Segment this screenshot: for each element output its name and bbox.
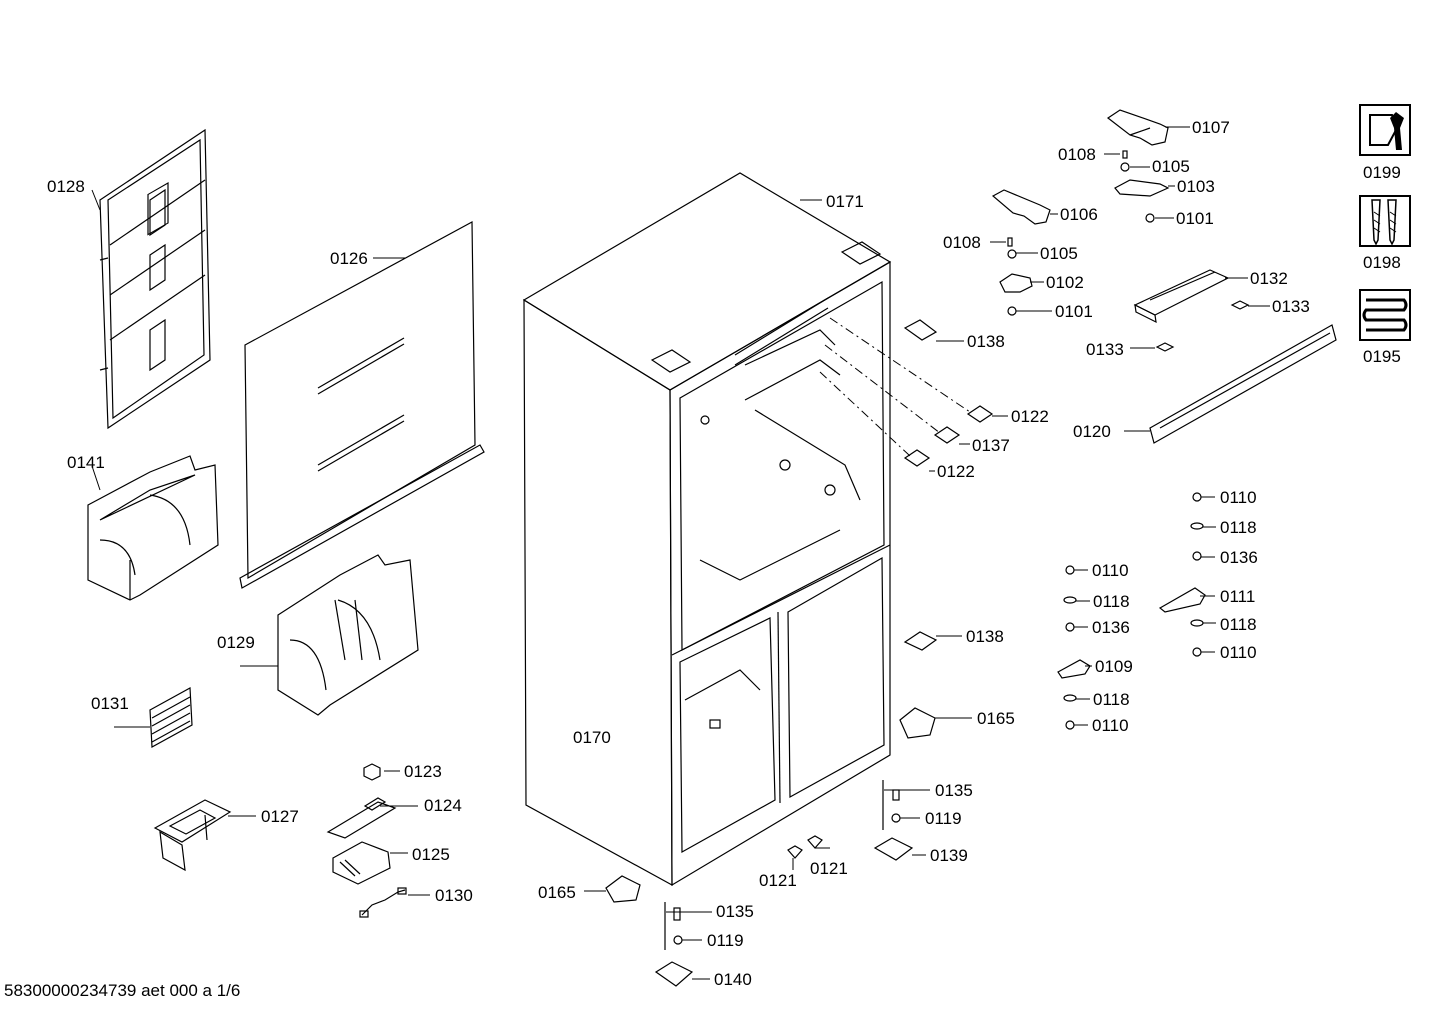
part-0126-drawing <box>239 220 485 589</box>
label-0135: 0135 <box>935 781 973 800</box>
part-0123-drawing <box>363 763 381 781</box>
part-0170-cabinet-drawing <box>522 172 892 887</box>
part-0165-drawing <box>605 707 936 903</box>
label-0136: 0136 <box>1092 618 1130 637</box>
part-0107-drawing <box>1106 109 1169 146</box>
label-0118: 0118 <box>1220 615 1257 634</box>
label-0118: 0118 <box>1093 592 1130 611</box>
label-0133: 0133 <box>1086 340 1124 359</box>
part-0128-drawing <box>99 128 211 430</box>
condenser-coil-icon <box>1359 289 1411 341</box>
label-0135: 0135 <box>716 902 754 921</box>
assembly-lines <box>819 317 971 457</box>
label-0128: 0128 <box>47 177 85 196</box>
label-0122: 0122 <box>937 462 975 481</box>
label-0138: 0138 <box>967 332 1005 351</box>
label-0119: 0119 <box>707 931 744 950</box>
label-0119: 0119 <box>925 809 962 828</box>
part-0103-drawing <box>1114 150 1170 223</box>
label-0118: 0118 <box>1220 518 1257 537</box>
part-0129-drawing <box>277 554 419 716</box>
label-0133: 0133 <box>1272 297 1310 316</box>
label-0102: 0102 <box>1046 273 1084 292</box>
label-0123: 0123 <box>404 762 442 781</box>
part-0133-drawing <box>1155 300 1250 352</box>
label-0101: 0101 <box>1176 209 1214 228</box>
part-0120-drawing <box>1149 324 1337 444</box>
label-0129: 0129 <box>217 633 255 652</box>
label-0124: 0124 <box>424 796 462 815</box>
part-0124-drawing <box>326 797 397 839</box>
label-0125: 0125 <box>412 845 450 864</box>
label-0195: 0195 <box>1363 347 1401 366</box>
label-0105: 0105 <box>1152 157 1190 176</box>
label-0108: 0108 <box>943 233 981 252</box>
label-0126: 0126 <box>330 249 368 268</box>
label-0199: 0199 <box>1363 163 1401 182</box>
label-0131: 0131 <box>91 694 129 713</box>
label-0110: 0110 <box>1220 488 1257 507</box>
label-0127: 0127 <box>261 807 299 826</box>
label-0110: 0110 <box>1220 643 1257 662</box>
label-0138: 0138 <box>966 627 1004 646</box>
label-0103: 0103 <box>1177 177 1215 196</box>
part-0132-drawing <box>1133 269 1230 324</box>
label-0120: 0120 <box>1073 422 1111 441</box>
screw-set-icon <box>1359 195 1411 247</box>
label-0170: 0170 <box>573 728 611 747</box>
part-0125-drawing <box>332 841 391 885</box>
label-0107: 0107 <box>1192 118 1230 137</box>
label-0110: 0110 <box>1092 716 1129 735</box>
label-0141: 0141 <box>67 453 105 472</box>
part-0131-drawing <box>149 687 193 748</box>
tool-kit-icon <box>1359 104 1411 156</box>
label-0140: 0140 <box>714 970 752 989</box>
label-0105: 0105 <box>1040 244 1078 263</box>
label-0137: 0137 <box>972 436 1010 455</box>
part-0130-drawing <box>359 887 407 918</box>
label-0165: 0165 <box>977 709 1015 728</box>
part-0106-drawing <box>991 189 1051 316</box>
label-0108: 0108 <box>1058 145 1096 164</box>
label-0101: 0101 <box>1055 302 1093 321</box>
label-0121: 0121 <box>759 871 797 890</box>
label-0198: 0198 <box>1363 253 1401 272</box>
label-0136: 0136 <box>1220 548 1258 567</box>
label-0171: 0171 <box>826 192 864 211</box>
label-0109: 0109 <box>1095 657 1133 676</box>
label-0121: 0121 <box>810 859 848 878</box>
leader-lines <box>91 126 1270 980</box>
part-0141-drawing <box>87 455 219 601</box>
label-0122: 0122 <box>1011 407 1049 426</box>
part-0111-drawing <box>1057 492 1206 730</box>
label-0118: 0118 <box>1093 690 1130 709</box>
label-0132: 0132 <box>1250 269 1288 288</box>
label-0130: 0130 <box>435 886 473 905</box>
label-0110: 0110 <box>1092 561 1129 580</box>
label-0139: 0139 <box>930 846 968 865</box>
part-0127-drawing <box>153 799 232 872</box>
label-0106: 0106 <box>1060 205 1098 224</box>
part-0138-drawing <box>903 319 938 651</box>
document-footer: 58300000234739 aet 000 a 1/6 <box>4 981 241 1000</box>
part-labels: 0107 0108 0105 0103 0106 0101 0108 0105 … <box>47 118 1401 989</box>
part-0122-drawing <box>903 405 994 467</box>
label-0165: 0165 <box>538 883 576 902</box>
label-0111: 0111 <box>1220 587 1255 606</box>
